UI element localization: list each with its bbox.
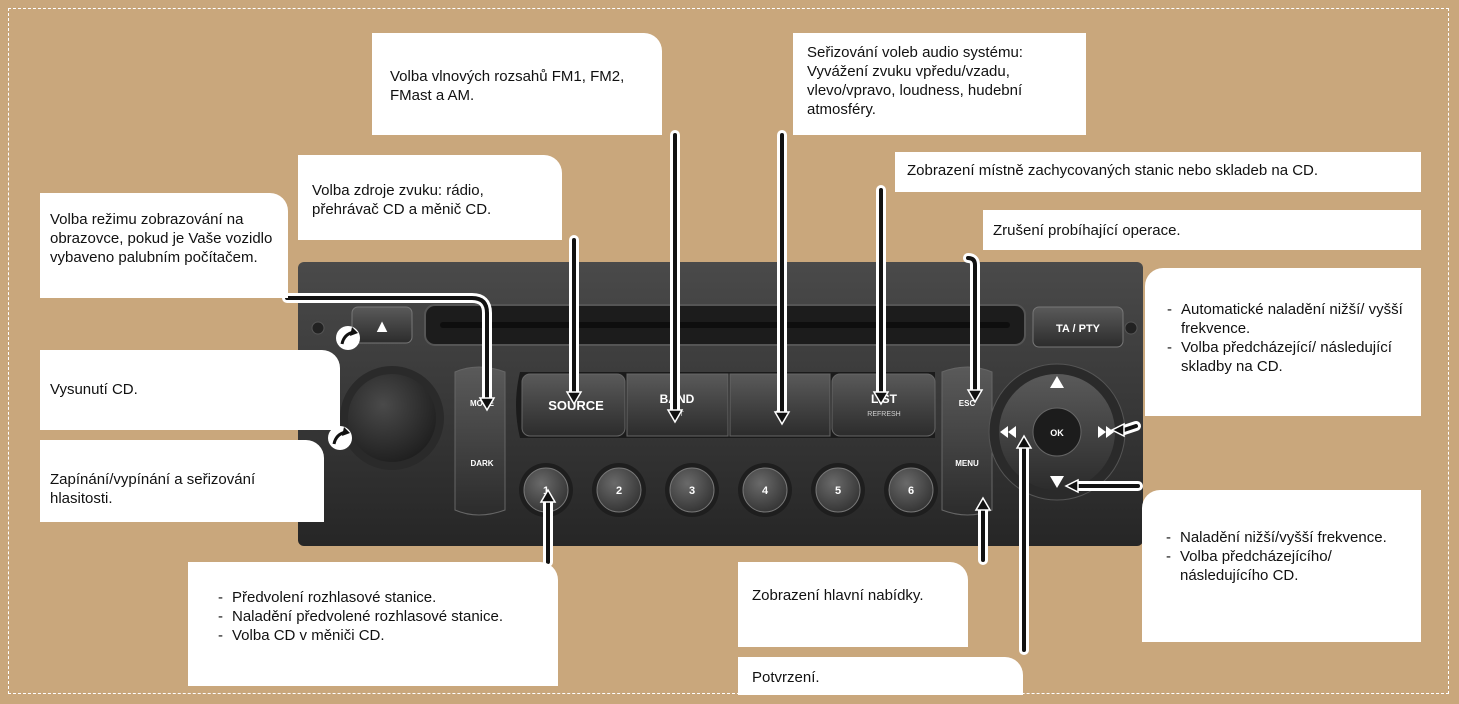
preset-label-1: 1: [543, 485, 549, 497]
callout-volume: Zapínání/vypínání a seřizování hlasitost…: [40, 440, 324, 522]
esc-button[interactable]: ESC: [959, 399, 976, 408]
ok-button[interactable]: OK: [1032, 407, 1082, 457]
callout-audio-text: Seřizování voleb audio systému: Vyvážení…: [807, 44, 1023, 118]
callout-source-text: Volba zdroje zvuku: rádio, přehrávač CD …: [312, 182, 492, 218]
preset-button-2[interactable]: 2: [592, 463, 646, 517]
callout-source: Volba zdroje zvuku: rádio, přehrávač CD …: [298, 155, 562, 240]
down-arrow-icon[interactable]: [1050, 476, 1064, 488]
callout-list-text: Zobrazení místně zachycovaných stanic ne…: [907, 162, 1319, 179]
up-arrow-icon[interactable]: [1050, 376, 1064, 388]
preset-button-5[interactable]: 5: [811, 463, 865, 517]
callout-presets: Předvolení rozhlasové stanice. Naladění …: [188, 562, 558, 686]
callout-seek: Automatické naladění nižší/ vyšší frekve…: [1145, 268, 1421, 416]
ta-pty-button[interactable]: TA / PTY: [1032, 306, 1124, 348]
ok-label: OK: [1050, 428, 1064, 438]
callout-audio: Seřizování voleb audio systému: Vyvážení…: [793, 33, 1086, 135]
eject-label: ▲: [373, 316, 391, 336]
callout-presets-item-3: Volba CD v měniči CD.: [218, 626, 546, 645]
mode-dark-rocker: [454, 366, 506, 516]
callout-menu-text: Zobrazení hlavní nabídky.: [752, 587, 924, 604]
callout-tune: Naladění nižší/vyšší frekvence. Volba př…: [1142, 490, 1421, 642]
preset-label-6: 6: [908, 485, 914, 497]
preset-button-1[interactable]: 1: [519, 463, 573, 517]
mode-button[interactable]: MODE: [470, 399, 495, 408]
callout-list: Zobrazení místně zachycovaných stanic ne…: [895, 152, 1421, 192]
dashed-frame: [8, 8, 1449, 694]
source-button[interactable]: SOURCE: [521, 373, 626, 437]
preset-button-6[interactable]: 6: [884, 463, 938, 517]
callout-band-text: Volba vlnových rozsahů FM1, FM2, FMast a…: [390, 68, 625, 104]
callout-eject: Vysunutí CD.: [40, 350, 340, 430]
esc-menu-rocker: [941, 366, 993, 516]
callout-esc: Zrušení probíhající operace.: [983, 210, 1421, 250]
callout-presets-item-1: Předvolení rozhlasové stanice.: [218, 588, 546, 607]
callout-band: Volba vlnových rozsahů FM1, FM2, FMast a…: [372, 33, 662, 135]
callout-tune-item-1: Naladění nižší/vyšší frekvence.: [1166, 528, 1409, 547]
callout-mode-text: Volba režimu zobrazování na obrazovce, p…: [50, 211, 273, 266]
eject-button[interactable]: ▲: [351, 306, 413, 344]
callout-ok-text: Potvrzení.: [752, 669, 820, 686]
preset-label-2: 2: [616, 485, 622, 497]
list-sub-label: REFRESH: [867, 411, 900, 418]
source-label: SOURCE: [548, 398, 604, 413]
dark-button[interactable]: DARK: [470, 459, 493, 468]
preset-buttons: 1 2 3 4 5 6: [519, 463, 938, 517]
rewind-icon[interactable]: [1000, 426, 1016, 438]
volume-knob[interactable]: [348, 374, 436, 462]
arrowheads: [478, 389, 1125, 511]
curved-arrow-markers: [328, 326, 360, 450]
menu-button[interactable]: MENU: [955, 459, 979, 468]
ta-pty-label: TA / PTY: [1056, 323, 1101, 335]
callout-presets-item-2: Naladění předvolené rozhlasové stanice.: [218, 607, 546, 626]
callout-ok: Potvrzení.: [738, 657, 1023, 695]
preset-label-3: 3: [689, 485, 695, 497]
callout-tune-item-2: Volba předcházejícího/ následujícího CD.: [1166, 547, 1409, 585]
callout-esc-text: Zrušení probíhající operace.: [993, 222, 1181, 239]
callout-seek-item-2: Volba předcházející/ následující skladby…: [1167, 338, 1409, 376]
callout-eject-text: Vysunutí CD.: [50, 381, 138, 398]
leader-lines: [282, 130, 1143, 655]
callout-volume-text: Zapínání/vypínání a seřizování hlasitost…: [50, 471, 256, 507]
preset-label-4: 4: [762, 485, 769, 497]
callout-menu: Zobrazení hlavní nabídky.: [738, 562, 968, 647]
callout-seek-item-1: Automatické naladění nižší/ vyšší frekve…: [1167, 300, 1409, 338]
preset-button-4[interactable]: 4: [738, 463, 792, 517]
preset-label-5: 5: [835, 485, 841, 497]
fast-forward-icon[interactable]: [1098, 426, 1114, 438]
preset-button-3[interactable]: 3: [665, 463, 719, 517]
callout-mode: Volba režimu zobrazování na obrazovce, p…: [40, 193, 288, 298]
